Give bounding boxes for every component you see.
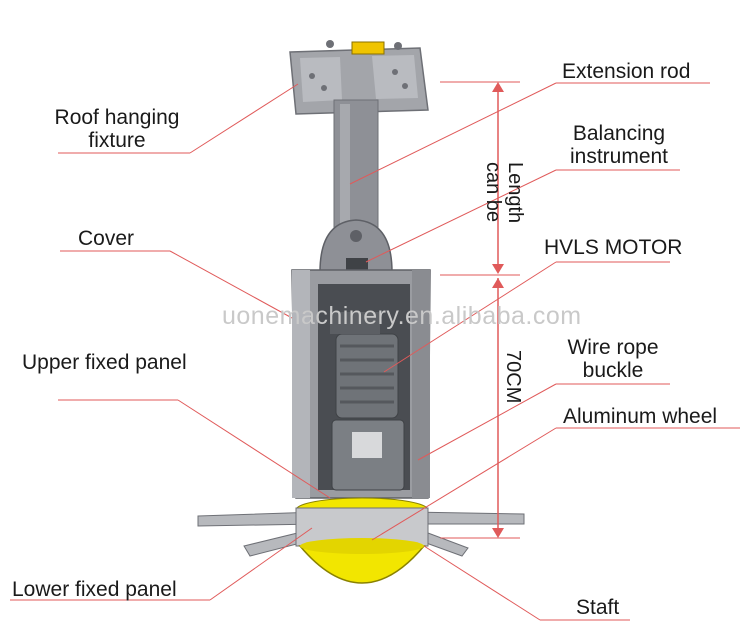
dimension-motor-section: 70CM [502,350,524,404]
label-upper-fixed-panel: Upper fixed panel [22,351,187,374]
label-roof-hanging-fixture: Roof hanging fixture [44,106,190,152]
label-wire-rope-buckle-line2: buckle [582,359,644,382]
label-extension-rod: Extension rod [562,60,691,83]
label-wire-rope-buckle: Wire rope buckle [552,336,674,382]
label-staft: Staft [576,596,620,619]
label-balancing-instrument-line1: Balancing [572,122,666,145]
aluminum-wheel-part [295,497,429,584]
label-wire-rope-buckle-line1: Wire rope [567,336,659,359]
dimension-markers [440,81,520,539]
extension-rod-part [333,99,379,241]
balancing-instrument-part [319,219,393,273]
label-roof-hanging-fixture-line1: Roof hanging [54,106,180,129]
label-aluminum-wheel: Aluminum wheel [563,405,718,428]
label-hvls-motor: HVLS MOTOR [544,236,683,259]
dimension-length-line2: can be [482,162,504,223]
leader-lines [10,82,740,621]
roof-hanging-fixture-part [289,40,429,115]
label-balancing-instrument: Balancing instrument [556,122,682,168]
label-balancing-instrument-line2: instrument [569,145,669,168]
label-roof-hanging-fixture-line2: fixture [88,129,146,152]
label-cover: Cover [78,227,135,250]
hvls-motor-part [330,312,405,491]
watermark: uonemachinery.en.alibaba.com [222,302,582,330]
dimension-length-line1: Length [504,162,526,224]
label-lower-fixed-panel: Lower fixed panel [12,578,177,601]
